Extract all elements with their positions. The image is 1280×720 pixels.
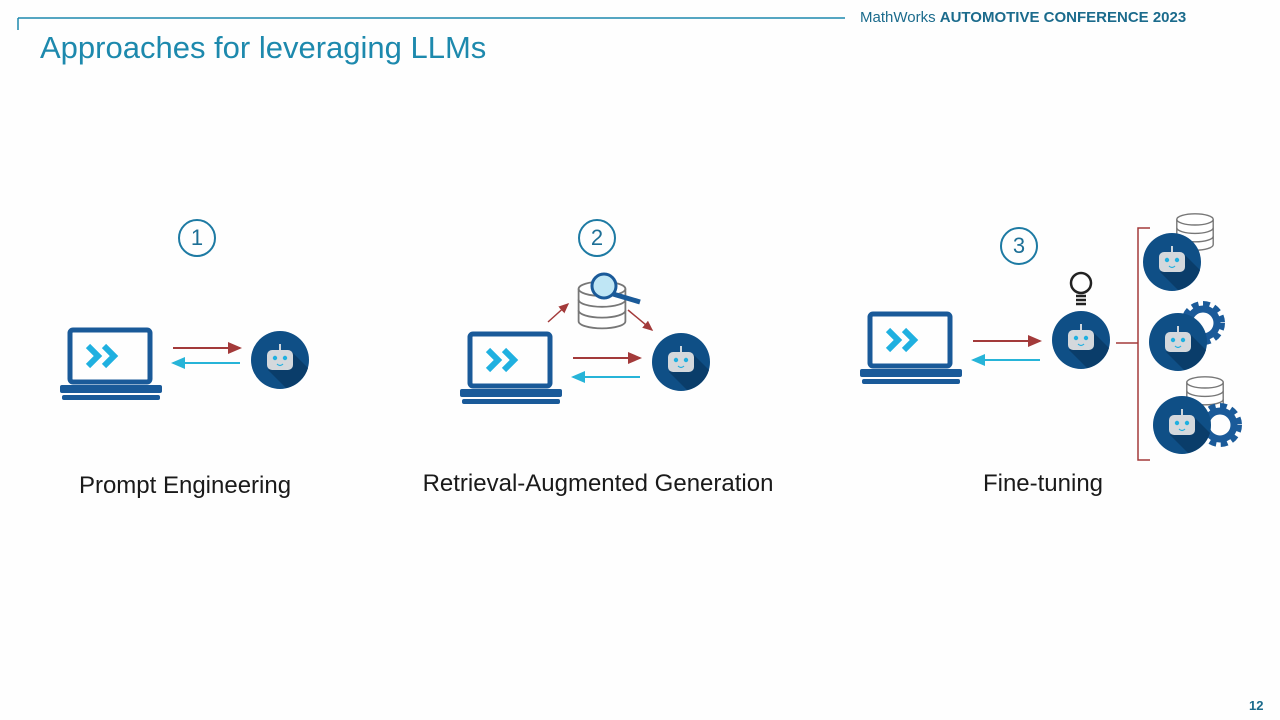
conference-header: MathWorks AUTOMOTIVE CONFERENCE 2023	[860, 9, 1186, 26]
bracket	[1116, 227, 1150, 461]
conference-name: AUTOMOTIVE CONFERENCE 2023	[939, 9, 1187, 26]
step-number-1: 1	[178, 219, 216, 257]
robot-icon	[250, 330, 310, 390]
page-number: 12	[1249, 698, 1264, 713]
laptop-icon	[60, 330, 162, 400]
approach-label-fine-tuning: Fine-tuning	[982, 470, 1104, 497]
page-title: Approaches for leveraging LLMs	[40, 30, 487, 65]
step-number-2: 2	[578, 219, 616, 257]
approach-label-rag: Retrieval-Augmented Generation	[422, 470, 774, 497]
step-number-3: 3	[1000, 227, 1038, 265]
magnifier-icon	[590, 272, 641, 305]
laptop-icon	[860, 314, 962, 384]
approach-label-prompt-engineering: Prompt Engineering	[78, 472, 292, 499]
lightbulb-icon	[1069, 271, 1093, 306]
robot-icon	[651, 332, 711, 392]
laptop-icon	[460, 334, 562, 404]
brand: MathWorks	[860, 9, 936, 26]
robot-icon	[1051, 310, 1111, 370]
